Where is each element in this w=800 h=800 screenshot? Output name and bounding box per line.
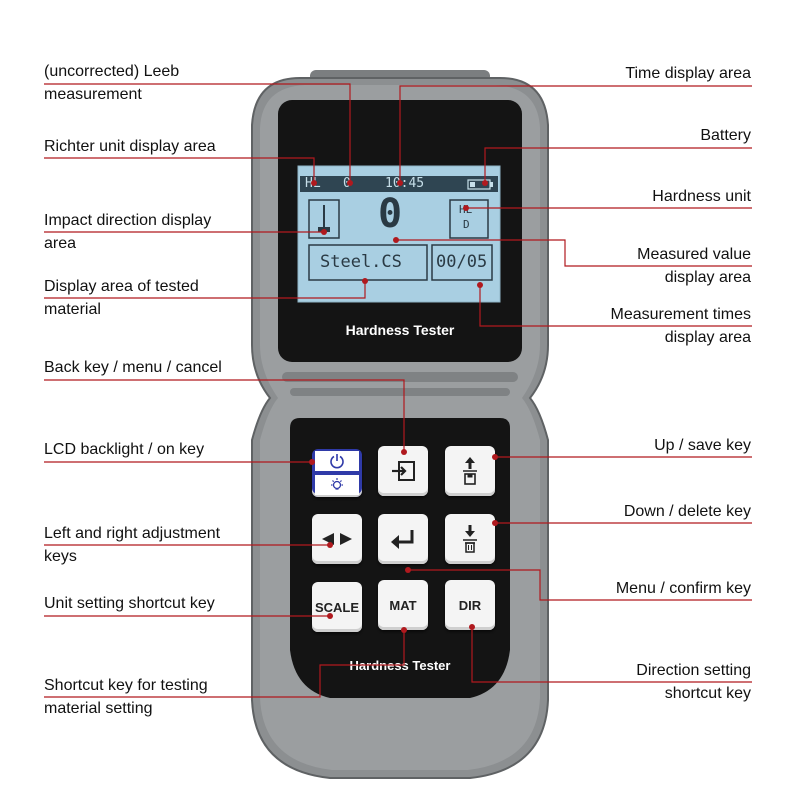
leader-dot xyxy=(405,567,411,573)
lcd-leeb-value: 0 xyxy=(343,176,351,191)
body-ridge xyxy=(290,388,510,396)
leader-dot xyxy=(321,229,327,235)
leader-dot xyxy=(477,282,483,288)
label-backlight-key: LCD backlight / on key xyxy=(44,441,205,458)
down-delete-icon xyxy=(463,525,477,553)
label-tested-material: Display area of tested material xyxy=(44,278,199,318)
label-direction-shortcut: Direction setting shortcut key xyxy=(636,662,751,702)
impact-direction-box xyxy=(308,199,340,239)
label-left-right-keys: Left and right adjustment keys xyxy=(44,525,221,565)
down-delete-key[interactable] xyxy=(445,514,495,564)
label-impact-direction: Impact direction display area xyxy=(44,212,212,252)
label-material-shortcut: Shortcut key for testing material settin… xyxy=(44,677,208,717)
scale-key[interactable]: SCALE xyxy=(312,582,362,632)
lcd-unit-line1: HL xyxy=(459,203,473,216)
power-backlight-key[interactable] xyxy=(312,449,362,497)
leader-time xyxy=(399,85,752,183)
label-hardness-unit: Hardness unit xyxy=(652,188,751,205)
menu-confirm-key[interactable] xyxy=(378,514,428,564)
lcd-unit-top: HL xyxy=(305,176,321,191)
device-top-bump xyxy=(310,70,490,100)
battery-icon xyxy=(467,179,491,190)
dir-key[interactable]: DIR xyxy=(445,580,495,630)
back-enter-icon xyxy=(392,461,415,481)
leader-richter xyxy=(44,157,315,183)
lcd-material: Steel.CS xyxy=(320,252,402,272)
mat-key[interactable]: MAT xyxy=(378,580,428,630)
lcd-unit-line2: D xyxy=(463,218,470,231)
up-save-key[interactable] xyxy=(445,446,495,496)
screen-brand: Hardness Tester xyxy=(345,322,455,338)
keypad-brand: Hardness Tester xyxy=(349,658,451,673)
label-up-save: Up / save key xyxy=(654,437,751,454)
label-leeb-measurement: (uncorrected) Leeb measurement xyxy=(44,63,180,103)
left-right-arrows-icon xyxy=(322,533,352,545)
power-icon xyxy=(330,454,344,469)
enter-arrow-icon xyxy=(391,530,414,549)
up-save-icon xyxy=(463,457,477,485)
leader-battery xyxy=(484,147,752,183)
lcd-measured-value: 0 xyxy=(378,191,403,237)
label-richter-unit: Richter unit display area xyxy=(44,138,216,155)
light-bulb-icon xyxy=(331,478,343,490)
label-down-delete: Down / delete key xyxy=(623,503,751,520)
left-right-key[interactable] xyxy=(312,514,362,564)
leader-dot xyxy=(482,180,488,186)
label-back-key: Back key / menu / cancel xyxy=(44,359,222,376)
leader-dot xyxy=(362,278,368,284)
label-menu-confirm: Menu / confirm key xyxy=(615,580,751,597)
label-measured-value: Measured value display area xyxy=(637,246,751,286)
label-battery: Battery xyxy=(700,127,751,144)
label-measurement-times: Measurement times display area xyxy=(610,306,752,346)
lcd-times: 00/05 xyxy=(436,252,488,272)
label-time-display: Time display area xyxy=(625,65,751,82)
back-key[interactable] xyxy=(378,446,428,496)
label-unit-shortcut: Unit setting shortcut key xyxy=(44,595,215,612)
body-ridge xyxy=(282,372,518,382)
